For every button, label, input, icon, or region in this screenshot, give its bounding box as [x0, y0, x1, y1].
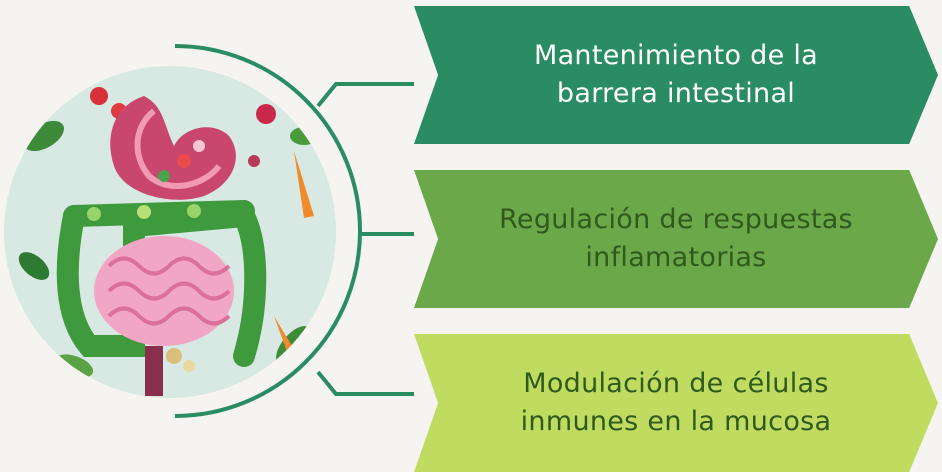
banner-line: inflamatorias [585, 242, 767, 273]
connector-arc [174, 44, 362, 418]
connector-line-1 [316, 82, 414, 108]
banner-text: Modulación de células inmunes en la muco… [521, 365, 832, 441]
banner-line: Regulación de respuestas [499, 204, 853, 236]
benefit-banner-immune-cells: Modulación de células inmunes en la muco… [414, 334, 938, 472]
benefit-banner-intestinal-barrier: Mantenimiento de la barrera intestinal [414, 6, 938, 144]
connector-line-3 [316, 370, 414, 396]
banner-line: Mantenimiento de la [533, 40, 819, 72]
banner-text: Mantenimiento de la barrera intestinal [534, 37, 818, 113]
gut-illustration [4, 66, 336, 398]
banner-line: Modulación de células [523, 368, 829, 400]
banner-line: inmunes en la mucosa [520, 406, 832, 437]
benefit-banner-inflammatory-response: Regulación de respuestas inflamatorias [414, 170, 938, 308]
banner-text: Regulación de respuestas inflamatorias [499, 201, 853, 277]
banner-line: barrera intestinal [556, 78, 796, 109]
